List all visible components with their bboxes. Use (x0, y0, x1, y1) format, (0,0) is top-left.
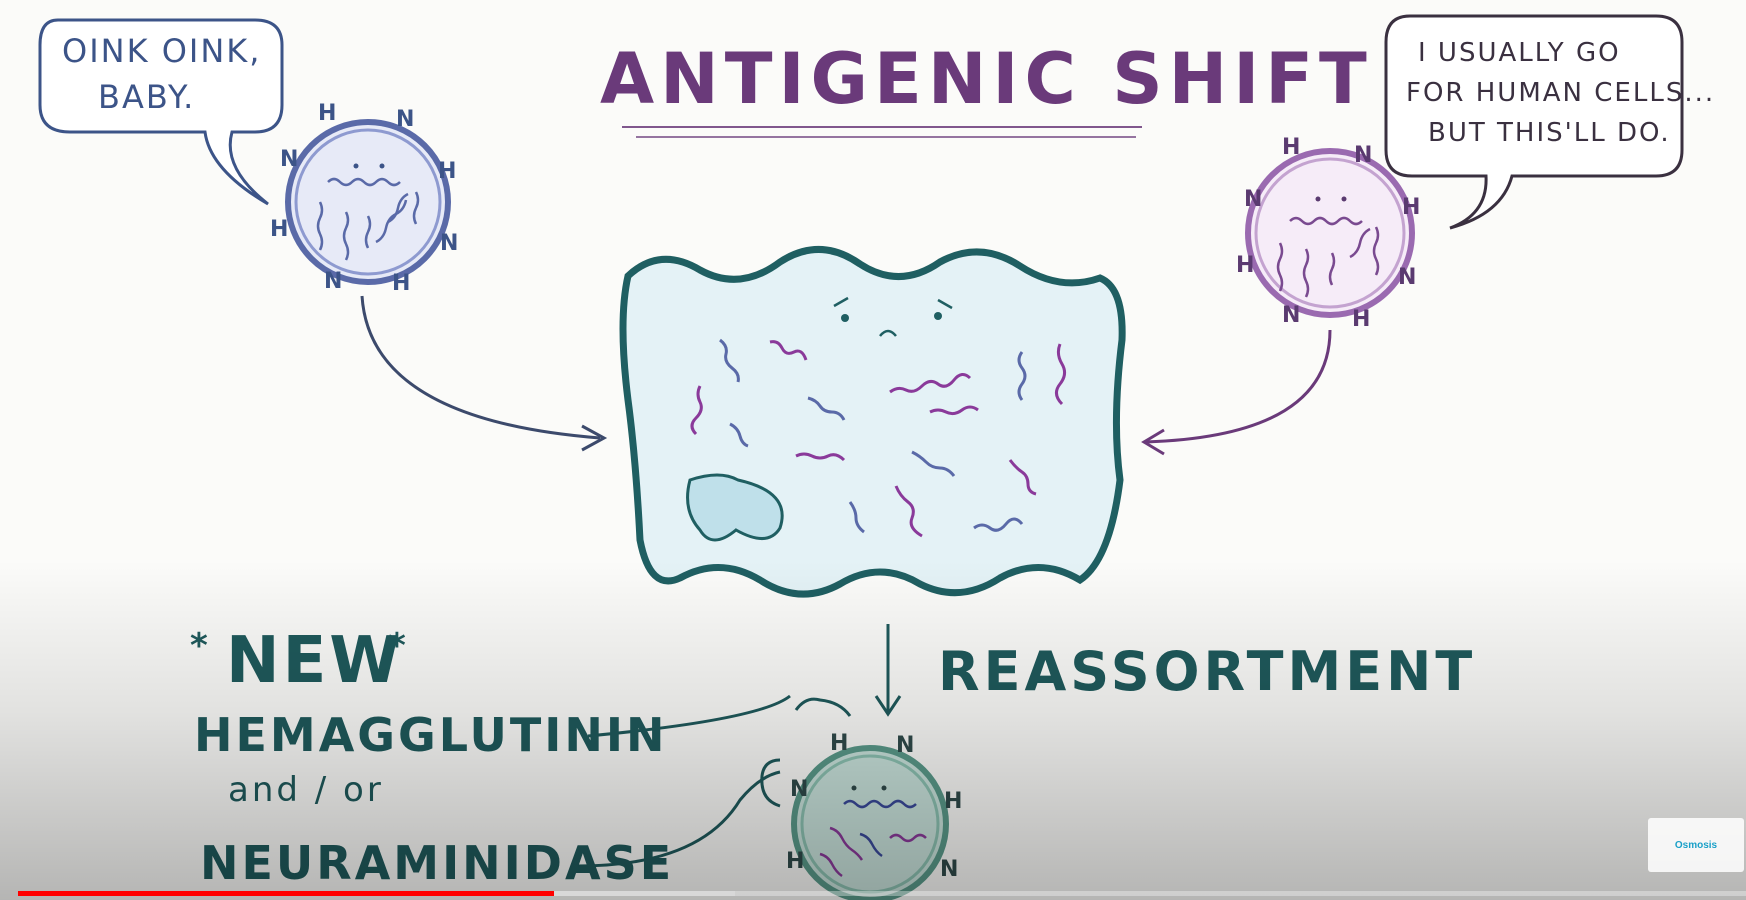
title-underline-second (636, 136, 1136, 138)
svg-text:H: H (1352, 307, 1370, 332)
svg-text:N: N (1282, 303, 1300, 328)
human-spike-labels: H N N H H N N H (1236, 135, 1420, 332)
new-label: NEW (226, 624, 403, 698)
svg-text:N: N (1398, 265, 1416, 290)
svg-text:H: H (1236, 253, 1254, 278)
svg-text:H: H (944, 789, 962, 814)
human-speech-bubble (1384, 14, 1684, 230)
human-virus (1245, 148, 1415, 318)
svg-text:N: N (396, 107, 414, 132)
hemagglutinin-pointer (587, 694, 791, 738)
channel-watermark[interactable]: Osmosis (1648, 818, 1744, 872)
svg-text:N: N (1354, 143, 1372, 168)
svg-text:H: H (1402, 195, 1420, 220)
hemagglutinin-label: HEMAGGLUTININ (194, 708, 668, 762)
svg-text:H: H (1282, 135, 1300, 160)
svg-text:H: H (830, 731, 848, 756)
host-cell (619, 246, 1126, 598)
progress-played[interactable] (18, 891, 554, 896)
svg-text:N: N (940, 857, 958, 882)
title-underline (622, 126, 1142, 128)
reassortment-label: REASSORTMENT (938, 640, 1477, 703)
pig-speech-line-2: BABY. (98, 78, 196, 116)
svg-text:H: H (270, 217, 288, 242)
neuraminidase-label: NEURAMINIDASE (200, 836, 675, 890)
svg-text:N: N (790, 777, 808, 802)
svg-text:N: N (324, 269, 342, 294)
new-star-left: * (190, 626, 210, 666)
svg-text:H: H (392, 271, 410, 296)
osmosis-logo: Osmosis (1674, 839, 1718, 851)
svg-text:H: H (786, 849, 804, 874)
human-speech-line-3: BUT THIS'LL DO. (1428, 118, 1671, 148)
new-virus (791, 745, 949, 900)
svg-text:H: H (438, 159, 456, 184)
svg-text:N: N (440, 231, 458, 256)
progress-bar[interactable] (18, 891, 1746, 896)
and-or-label: and / or (228, 770, 384, 810)
pig-virus (285, 119, 451, 285)
human-speech-line-1: I USUALLY GO (1418, 38, 1621, 68)
svg-text:N: N (280, 147, 298, 172)
pig-to-cell-arrow (360, 295, 601, 440)
pig-speech-bubble (38, 18, 284, 206)
svg-text:N: N (896, 733, 914, 758)
new-star-right: * (388, 626, 408, 666)
page-title: ANTIGENIC SHIFT (600, 38, 1373, 120)
pig-speech-line-1: OINK OINK, (62, 32, 262, 70)
svg-text:N: N (1244, 187, 1262, 212)
svg-text:H: H (318, 101, 336, 126)
human-to-cell-arrow (1145, 329, 1332, 444)
human-speech-line-2: FOR HUMAN CELLS... (1406, 78, 1716, 108)
